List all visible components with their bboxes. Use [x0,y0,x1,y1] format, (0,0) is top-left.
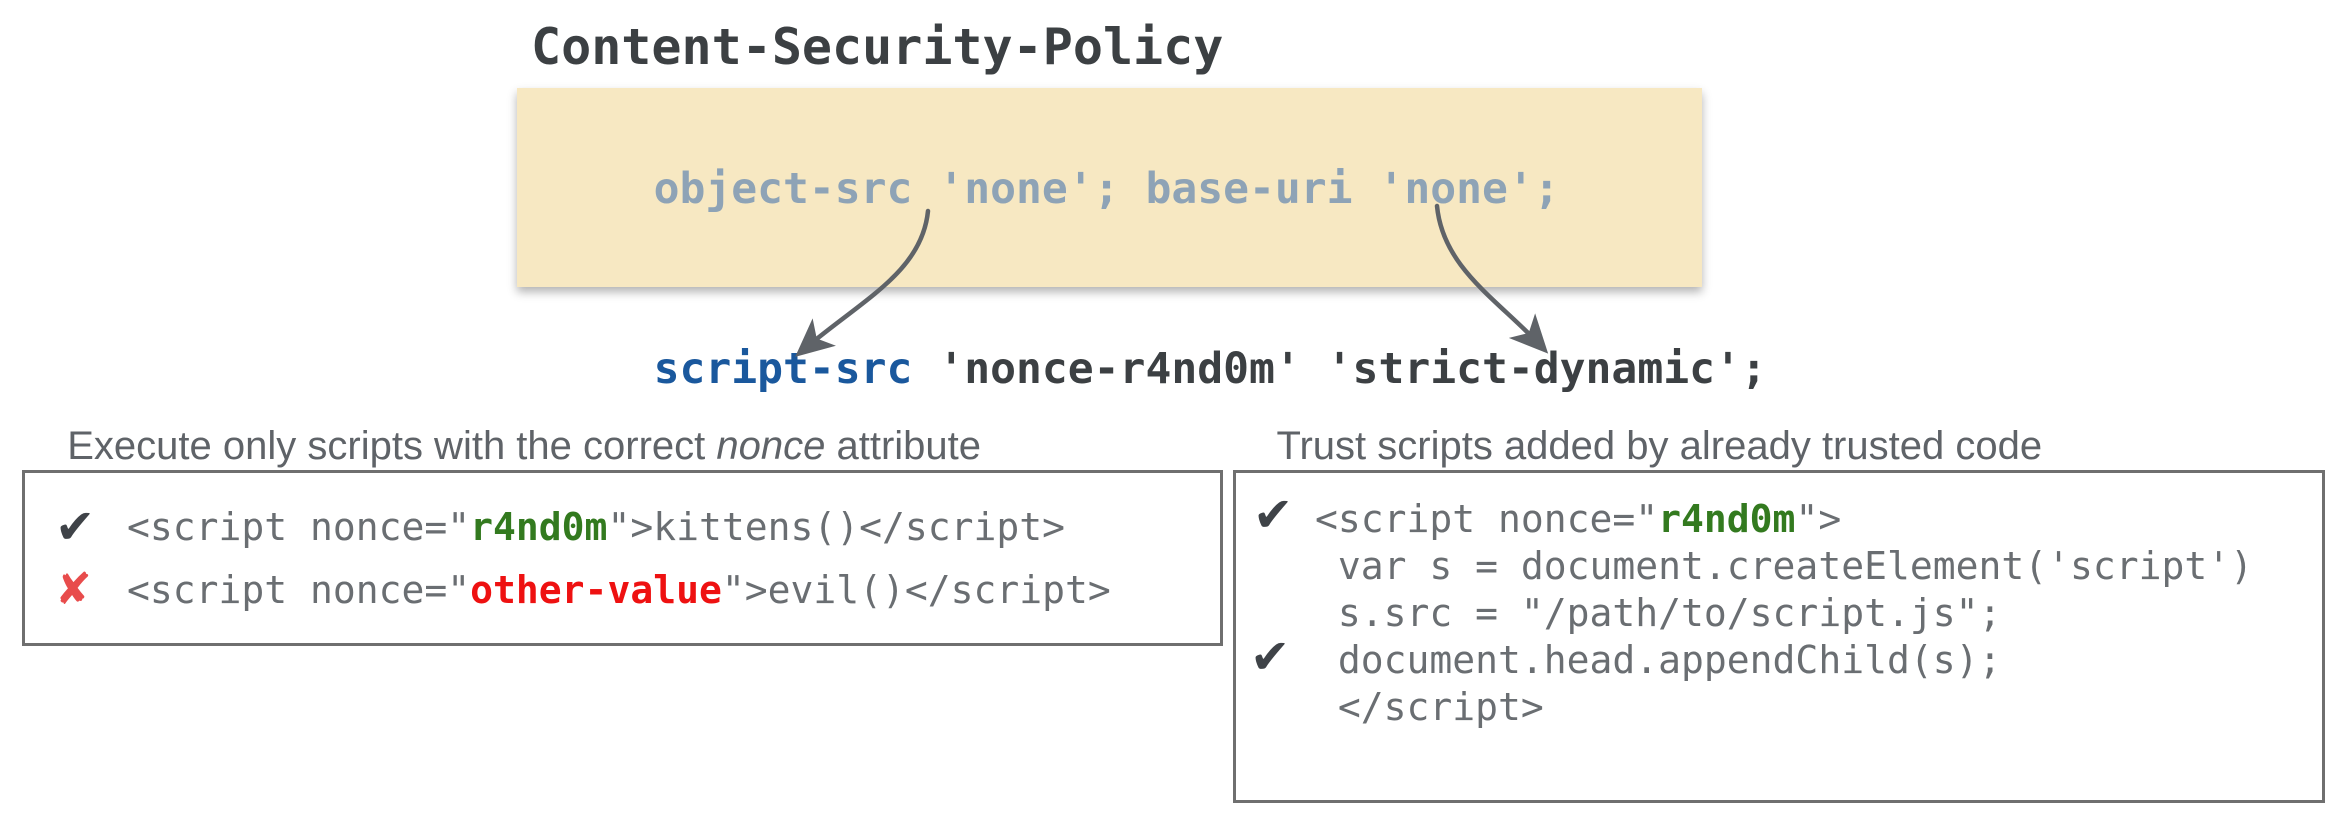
policy-objectsrc-text: object-src 'none'; base-uri 'none'; [653,164,1560,214]
caption-nonce-after: attribute [825,424,982,468]
allowed-script-pre: <script nonce=" [127,504,471,549]
policy-scriptsrc-values: 'nonce-r4nd0m' 'strict-dynamic'; [912,344,1767,394]
trusted-code-line-1: <script nonce="r4nd0m"> [1315,496,2329,543]
blocked-script-code: <script nonce="other-value">evil()</scri… [127,568,1111,612]
page-title: Content-Security-Policy [531,18,1224,76]
blocked-script-nonce: other-value [470,567,722,612]
trusted-code-line-3: s.src = "/path/to/script.js"; [1315,591,2002,635]
policy-line-1: object-src 'none'; base-uri 'none'; [550,99,1702,279]
check-icon: ✔ [1250,629,1291,685]
check-icon: ✔ [1253,487,1294,543]
caption-nonce-italic: nonce [716,424,826,468]
trusted-code-block: <script nonce="r4nd0m"> var s = document… [1315,496,2329,731]
caption-nonce-before: Execute only scripts with the correct [67,424,717,468]
blocked-script-pre: <script nonce=" [127,567,471,612]
caption-strict-dynamic-text: Trust scripts added by already trusted c… [1276,424,2043,468]
trusted-script-pre: <script nonce=" [1315,497,1659,541]
allowed-script-post: ">kittens()</script> [607,504,1066,549]
trusted-script-post: "> [1795,497,1842,541]
allowed-script-nonce: r4nd0m [470,504,608,549]
caption-strict-dynamic: Trust scripts added by already trusted c… [1255,374,2043,470]
allowed-script-row: ✔ <script nonce="r4nd0m">kittens()</scri… [55,495,1220,558]
csp-policy-box: object-src 'none'; base-uri 'none'; scri… [517,88,1767,394]
allowed-script-code: <script nonce="r4nd0m">kittens()</script… [127,505,1065,549]
blocked-script-post: ">evil()</script> [721,567,1111,612]
nonce-example-box: ✔ <script nonce="r4nd0m">kittens()</scri… [22,470,1223,646]
check-icon: ✔ [55,498,96,555]
cross-icon: ✘ [55,563,92,615]
strict-dynamic-example-box: ✔ ✔ <script nonce="r4nd0m"> var s = docu… [1233,470,2325,803]
caption-nonce: Execute only scripts with the correct no… [45,374,981,470]
trusted-code-line-2: var s = document.createElement('script') [1315,544,2253,588]
trusted-code-line-4: document.head.appendChild(s); [1315,638,2002,682]
blocked-script-row: ✘ <script nonce="other-value">evil()</sc… [55,558,1220,621]
trusted-script-nonce: r4nd0m [1658,497,1796,541]
trusted-code-line-5: </script> [1315,685,1544,729]
